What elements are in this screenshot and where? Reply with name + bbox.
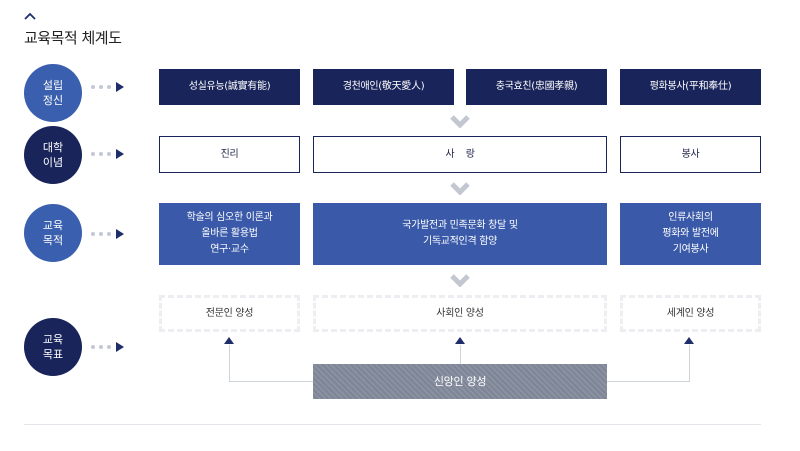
- university-ideology-circle: 대학 이념: [24, 126, 82, 184]
- up-arrow-icon: [684, 337, 694, 344]
- connector-line: [689, 345, 690, 382]
- founding-item-4: 평화봉사(平和奉仕): [620, 69, 761, 105]
- row-arrow-goals: [91, 342, 125, 352]
- ideology-item-love: 사 랑: [313, 136, 607, 173]
- purpose-item-2: 국가발전과 민족문화 창달 및 기독교적인격 함양: [313, 203, 607, 265]
- founding-item-2: 경천애인(敬天愛人): [313, 69, 454, 105]
- education-goal-label: 교육 목표: [42, 333, 64, 361]
- education-purpose-circle: 교육 목적: [24, 204, 82, 262]
- founding-spirit-circle: 설립 정신: [24, 64, 82, 122]
- ideology-item-truth: 진리: [159, 136, 300, 173]
- goal-item-global: 세계인 양성: [620, 295, 761, 332]
- row-arrow-purpose: [91, 229, 125, 239]
- up-arrow-icon: [455, 337, 465, 344]
- chevron-down-icon: [450, 274, 470, 287]
- education-goal-circle: 교육 목표: [24, 318, 82, 376]
- faith-person-box: 신앙인 양성: [313, 364, 607, 399]
- bottom-divider: [24, 424, 761, 425]
- row-arrow-founding: [91, 82, 125, 92]
- purpose-item-3: 인류사회의 평화와 발전에 기여봉사: [620, 203, 761, 265]
- purpose-item-1: 학술의 심오한 이론과 올바른 활용법 연구·교수: [159, 203, 300, 265]
- page-title: 교육목적 체계도: [24, 29, 122, 47]
- connector-line: [229, 381, 313, 382]
- founding-item-1: 성실유능(誠實有能): [159, 69, 300, 105]
- home-icon: [24, 12, 36, 20]
- ideology-item-service: 봉사: [620, 136, 761, 173]
- goal-item-social: 사회인 양성: [313, 295, 607, 332]
- chevron-down-icon: [450, 182, 470, 195]
- row-arrow-ideology: [91, 149, 125, 159]
- university-ideology-label: 대학 이념: [42, 141, 64, 169]
- connector-line: [229, 345, 230, 382]
- founding-item-3: 충국효친(忠國孝親): [466, 69, 607, 105]
- founding-spirit-label: 설립 정신: [42, 79, 64, 107]
- goal-item-professional: 전문인 양성: [159, 295, 300, 332]
- chevron-down-icon: [450, 115, 470, 128]
- connector-line: [460, 345, 461, 364]
- education-purpose-label: 교육 목적: [42, 219, 64, 247]
- up-arrow-icon: [224, 337, 234, 344]
- connector-line: [607, 381, 690, 382]
